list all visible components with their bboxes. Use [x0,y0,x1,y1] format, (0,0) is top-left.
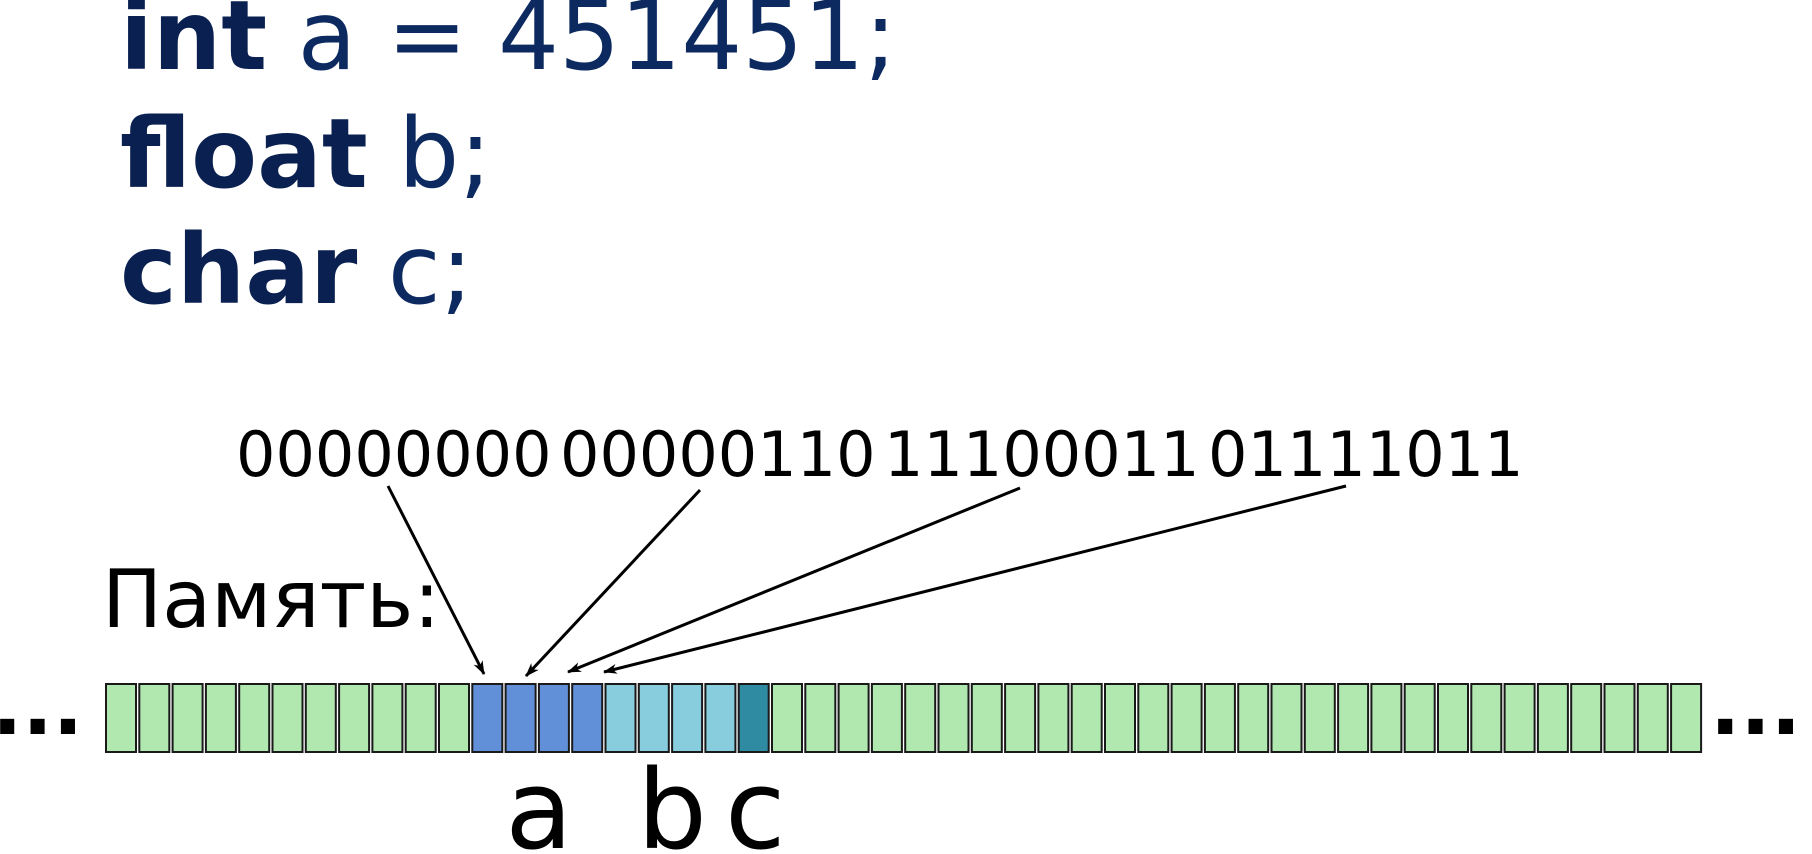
memory-cell-a [537,683,570,753]
byte-value: 00000000 [236,418,552,491]
memory-cell-free [1337,683,1370,753]
memory-cell-free [404,683,437,753]
memory-cell-a [571,683,604,753]
memory-cell-free [1470,683,1503,753]
memory-cell-c [737,683,770,753]
code-line-char: char c; [120,222,473,318]
memory-cell-free [970,683,1003,753]
byte-value: 11100011 [884,418,1200,491]
code-rest-int: a = 451451; [267,0,897,92]
memory-cell-free [937,683,970,753]
memory-cell-free [1203,683,1236,753]
ellipses: ...... [0,660,1801,753]
memory-cell-b [704,683,737,753]
byte-value: 01111011 [1208,418,1524,491]
memory-cell-free [804,683,837,753]
memory-cell-free [1004,683,1037,753]
memory-cell-free [904,683,937,753]
memory-cell-free [1437,683,1469,753]
memory-cell-free [1603,683,1636,753]
memory-cell-a [471,683,504,753]
byte-arrow [524,488,702,678]
memory-cell-free [304,683,337,753]
memory-cell-free [1303,683,1336,753]
memory-cell-a [504,683,537,753]
memory-cell-free [204,683,237,753]
memory-cell-free [1037,683,1070,753]
memory-label: Память: [102,553,441,646]
memory-cell-b [604,683,637,753]
memory-cell-free [1570,683,1603,753]
memory-cell-free [105,683,137,753]
memory-cell-free [371,683,404,753]
memory-cell-free [138,683,171,753]
var-label-b: b [637,746,707,854]
var-label-c: c [725,746,785,854]
memory-cell-free [1536,683,1569,753]
memory-cell-free [171,683,204,753]
memory-cell-free [1104,683,1136,753]
byte-arrows [386,484,1347,678]
memory-cell-b [637,683,670,753]
memory-cell-free [1403,683,1436,753]
keyword-int: int [120,0,268,92]
memory-cell-free [1370,683,1403,753]
byte-value: 00000110 [560,418,876,491]
memory-cell-free [238,683,271,753]
code-line-int: int a = 451451; [120,0,897,84]
byte-arrow [386,485,486,675]
memory-cell-free [438,683,470,753]
memory-cell-free [338,683,371,753]
memory-cells [105,683,1703,753]
ellipsis-right: ... [1710,660,1801,753]
memory-cell-free [1170,683,1203,753]
memory-cell-free [1636,683,1669,753]
memory-cell-free [271,683,304,753]
var-label-a: a [505,746,572,854]
memory-cell-free [1070,683,1103,753]
memory-cell-free [870,683,903,753]
memory-cell-free [1670,683,1703,753]
byte-arrow [603,484,1347,674]
ellipsis-left: ... [0,660,83,753]
code-rest-float: b; [367,98,492,210]
memory-cell-free [771,683,803,753]
memory-cell-free [1270,683,1303,753]
memory-cell-b [671,683,704,753]
memory-cell-free [1237,683,1270,753]
byte-arrow [567,486,1021,674]
memory-cell-free [837,683,870,753]
keyword-float: float [120,98,368,210]
code-rest-char: c; [357,214,474,326]
code-line-float: float b; [120,106,492,202]
memory-cell-free [1503,683,1536,753]
memory-cell-free [1137,683,1170,753]
keyword-char: char [120,214,358,326]
